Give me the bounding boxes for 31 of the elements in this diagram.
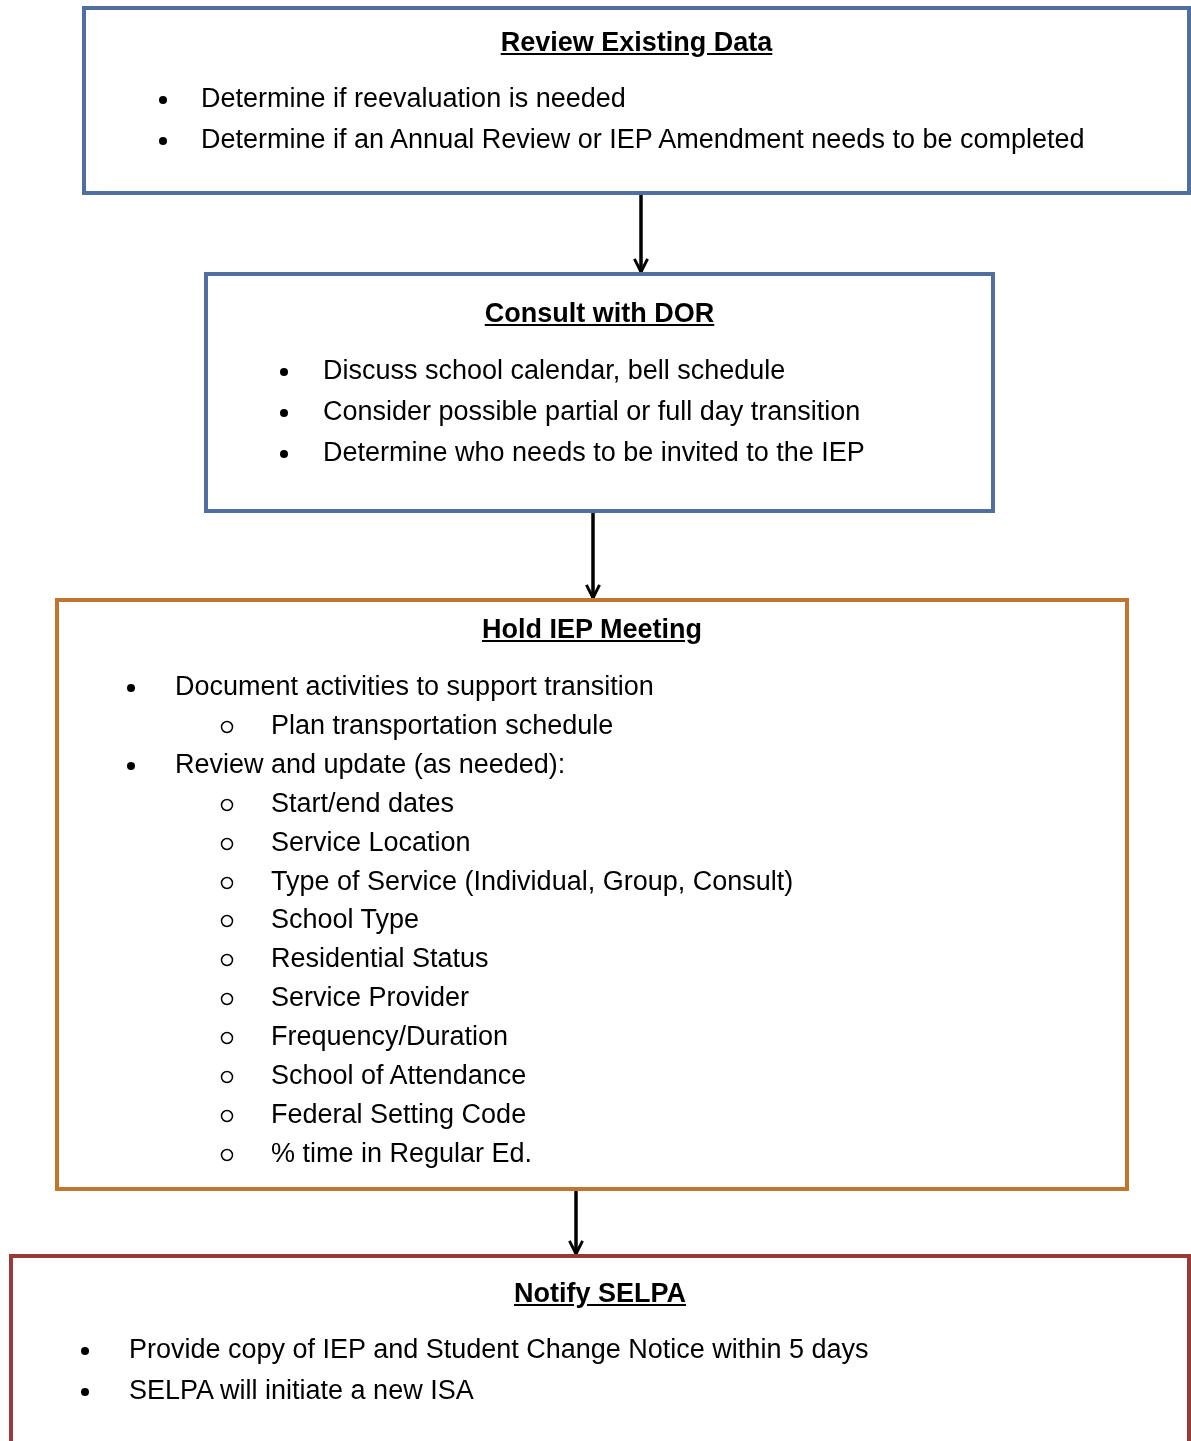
arrow — [568, 1191, 584, 1256]
bullet-item: Discuss school calendar, bell schedule — [323, 354, 786, 386]
bullet-item: Document activities to support transition — [175, 670, 654, 702]
bullet-item: Provide copy of IEP and Student Change Notice within 5 days — [129, 1333, 869, 1365]
sub-bullet-item: Type of Service (Individual, Group, Consult) — [271, 864, 794, 897]
sub-bullet-item: School of Attendance — [271, 1059, 527, 1091]
process-box — [9, 1254, 1191, 1441]
sub-bullet-item: Plan transportation schedule — [271, 708, 614, 741]
sub-bullet-item: Start/end dates — [271, 786, 455, 819]
sub-bullet-item: Service Location — [271, 825, 471, 858]
bullet-item: Determine if reevaluation is needed — [201, 82, 626, 114]
bullet-item: Review and update (as needed): — [175, 747, 566, 780]
arrow — [585, 513, 601, 600]
sub-bullet-item: Residential Status — [271, 942, 489, 975]
process-box — [82, 6, 1191, 195]
bullet-item: Determine if an Annual Review or IEP Amendment needs to be completed — [201, 123, 1085, 155]
sub-bullet-item: Service Provider — [271, 981, 470, 1014]
box-heading: Notify SELPA — [513, 1277, 687, 1309]
process-box — [55, 598, 1129, 1191]
sub-bullet-item: School Type — [271, 903, 420, 936]
bullet-item: SELPA will initiate a new ISA — [129, 1374, 474, 1406]
box-heading: Hold IEP Meeting — [481, 613, 703, 645]
sub-bullet-item: Federal Setting Code — [271, 1097, 527, 1130]
arrow — [633, 195, 649, 274]
bullet-item: Determine who needs to be invited to the IEP — [323, 436, 865, 468]
box-heading: Review Existing Data — [499, 26, 774, 58]
bullet-item: Consider possible partial or full day transition — [323, 395, 861, 427]
process-box — [204, 272, 995, 513]
sub-bullet-item: % time in Regular Ed. — [271, 1136, 533, 1169]
box-heading: Consult with DOR — [483, 297, 716, 329]
sub-bullet-item: Frequency/Duration — [271, 1020, 509, 1053]
